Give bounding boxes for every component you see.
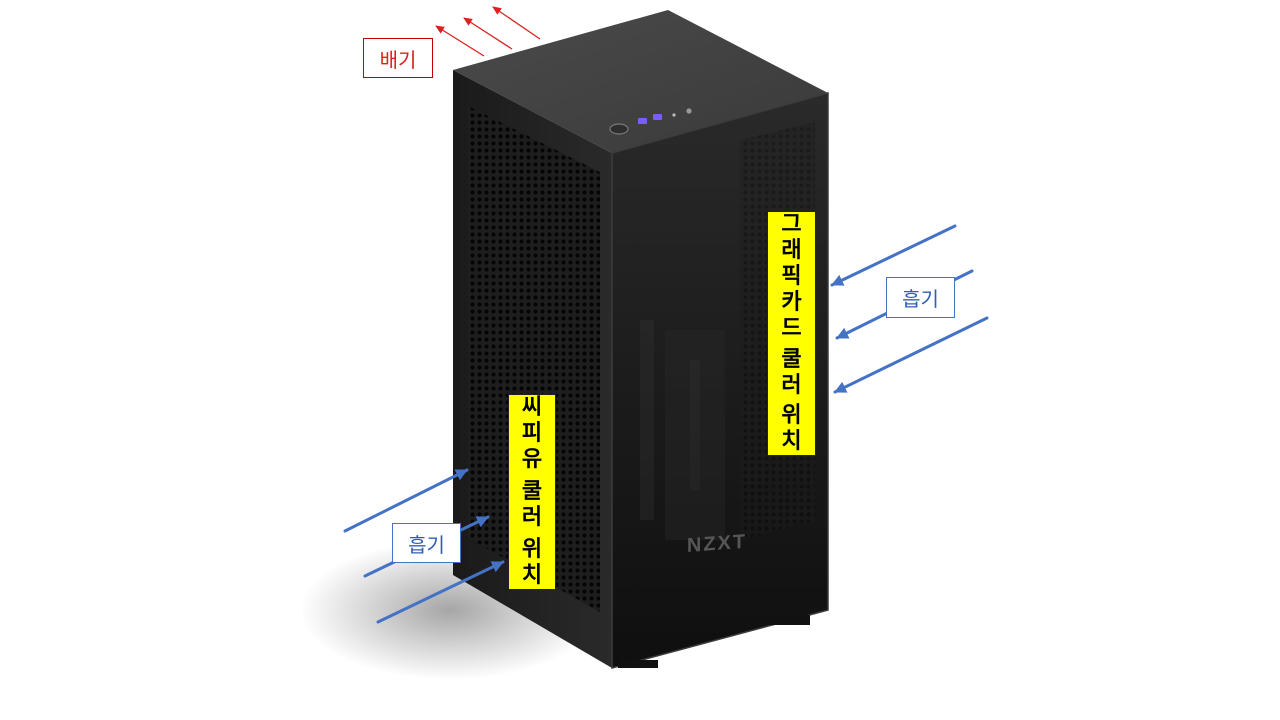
case-top-panel [453, 10, 828, 153]
vertical-label-char: 쿨 [781, 346, 802, 372]
intake-label-gpu: 흡기 [886, 277, 955, 318]
vertical-label-char: 피 [521, 421, 543, 446]
vertical-label-char: 치 [781, 429, 802, 454]
case-mesh-panel [468, 106, 600, 612]
front-io-ports [609, 108, 692, 135]
vertical-label-char: 씨 [521, 395, 543, 420]
case-foot-left [618, 660, 658, 668]
vertical-label-char: 위 [521, 537, 543, 562]
vertical-label-char: 드 [781, 316, 802, 341]
vertical-label-char: 카 [781, 290, 802, 315]
exhaust-label: 배기 [363, 38, 433, 78]
exhaust-arrows [435, 6, 541, 57]
intake-label-cpu: 흡기 [392, 523, 461, 563]
vertical-label-char: 러 [781, 372, 802, 398]
vertical-label-char: 러 [521, 505, 543, 530]
vertical-label-char: 쿨 [521, 479, 543, 504]
vertical-label-char: 치 [521, 563, 543, 588]
vertical-label-char: 유 [521, 447, 543, 472]
case-foot-right [770, 615, 810, 625]
vertical-label-char: 픽 [781, 264, 802, 289]
vertical-label-char: 래 [781, 238, 802, 263]
vertical-label-char: 그 [781, 212, 802, 237]
vertical-label-char: 위 [781, 403, 802, 428]
case-brand-logo: NZXT [687, 531, 747, 557]
